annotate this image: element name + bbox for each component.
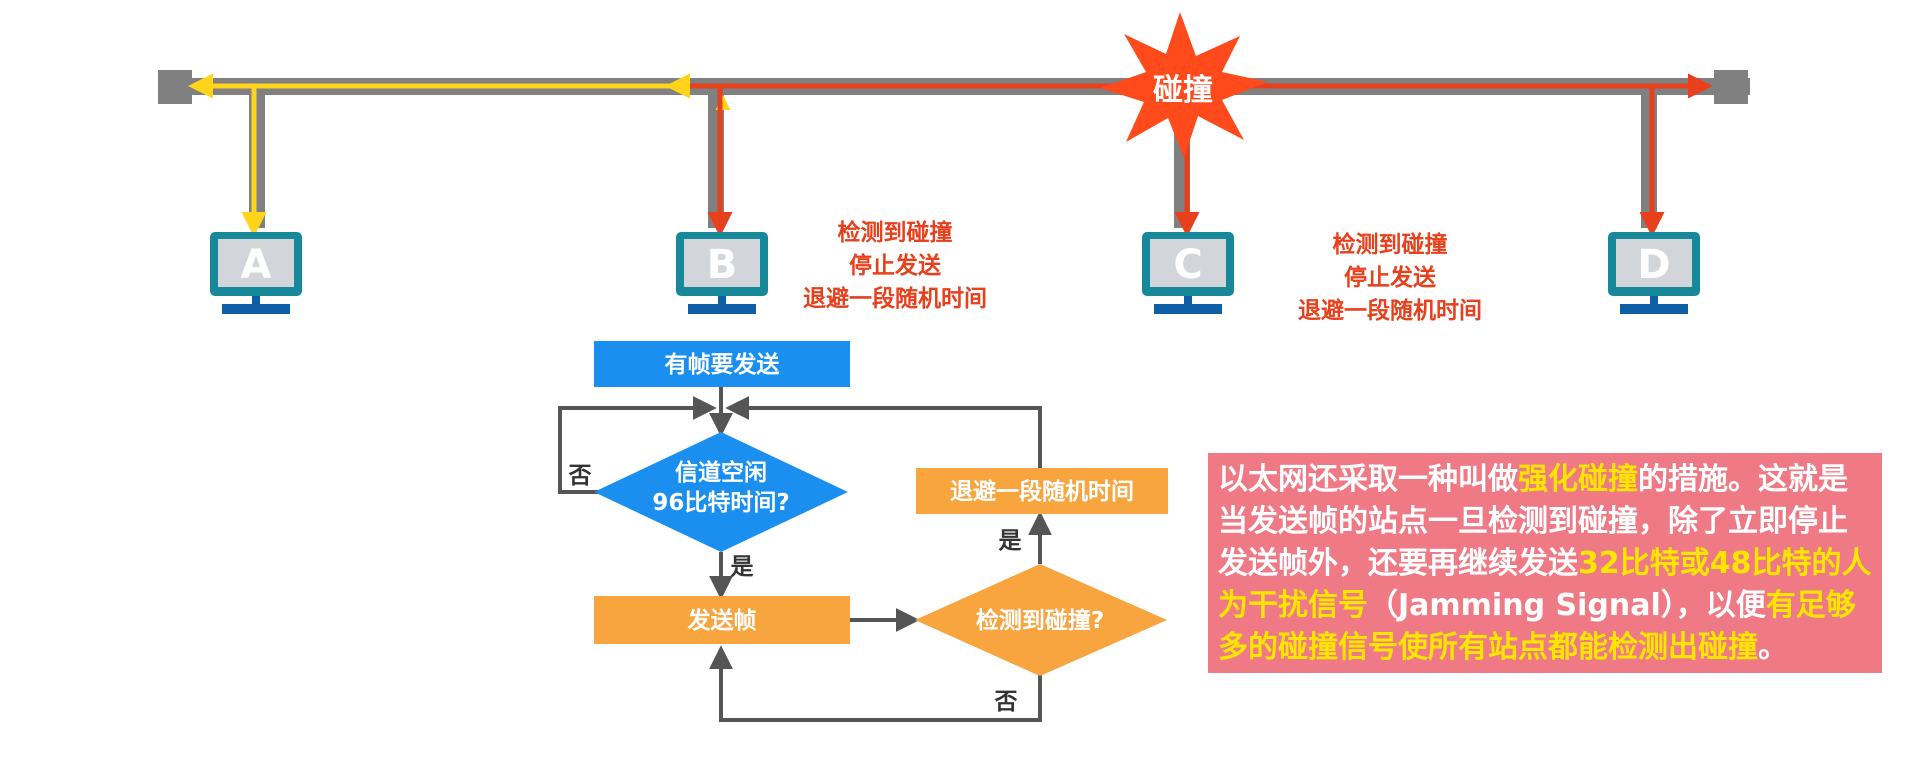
flow-connectors [558, 387, 1052, 722]
connector-no-loop [558, 396, 717, 494]
monitor-base [688, 304, 756, 314]
station-d: D [1608, 232, 1700, 314]
info-text: 的措施。这就是当发送帧的站点一旦检测到碰撞，除了立即停止发送帧外，还要再继续发送 [1218, 462, 1848, 581]
station-a: A [210, 232, 302, 314]
flow-no-label-channel: 否 [568, 463, 592, 489]
flow-start-box [594, 341, 850, 387]
flow-channel-label-2: 96比特时间? [652, 490, 789, 516]
connector-no-collision-loop [709, 645, 1042, 722]
collision-label: 碰撞 [1153, 73, 1213, 108]
info-highlight: 强化碰撞 [1518, 462, 1638, 497]
info-highlight: 32比特或48比特的人为干扰信号 [1218, 546, 1872, 623]
connector-backoff-to-check [725, 396, 1042, 468]
monitor-base [222, 304, 290, 314]
monitor-base [1154, 304, 1222, 314]
info-text: （Jamming Signal），以便 [1368, 588, 1766, 623]
drop-line-d [1641, 86, 1657, 228]
flow-channel-diamond [594, 432, 848, 552]
flow-yes-label-collision: 是 [999, 528, 1022, 554]
station-b: B [676, 232, 768, 314]
monitor-screen [218, 239, 294, 287]
monitor-neck [252, 296, 260, 304]
flow-yes-label-channel: 是 [731, 554, 754, 580]
note-c: 检测到碰撞 停止发送 退避一段随机时间 [1298, 231, 1482, 324]
station-label: C [1173, 242, 1202, 288]
flow-start-label: 有帧要发送 [665, 351, 780, 378]
info-text: 以太网还采取一种叫做 [1218, 462, 1518, 497]
note-c-line: 停止发送 [1344, 264, 1436, 291]
flow-no-label-collision: 否 [994, 689, 1018, 715]
flow-backoff-box [916, 468, 1168, 514]
info-highlight: 有足够多的碰撞信号使所有站点都能检测出碰撞 [1218, 588, 1856, 665]
flow-channel-label-1: 信道空闲 [675, 459, 767, 486]
drop-line-a [249, 86, 265, 228]
signal-arrows [188, 73, 1713, 237]
monitor-neck [1184, 296, 1192, 304]
bus-terminator-left [158, 70, 192, 104]
info-box: 以太网还采取一种叫做强化碰撞的措施。这就是当发送帧的站点一旦检测到碰撞，除了立即… [1208, 453, 1882, 673]
collision-burst-icon [1100, 12, 1268, 158]
monitor-neck [718, 296, 726, 304]
bus [158, 70, 1750, 228]
note-c-line: 退避一段随机时间 [1298, 297, 1482, 324]
note-b-line: 停止发送 [849, 252, 941, 279]
collision-burst: 碰撞 [1100, 12, 1268, 158]
note-b-line: 退避一段随机时间 [803, 285, 987, 312]
monitor-base [1620, 304, 1688, 314]
note-c-line: 检测到碰撞 [1333, 231, 1448, 258]
flow-collision-label: 检测到碰撞? [976, 607, 1104, 634]
station-c: C [1142, 232, 1234, 314]
station-label: D [1637, 242, 1670, 288]
monitor-screen [1616, 239, 1692, 287]
flow-collision-diamond [915, 564, 1167, 676]
note-b: 检测到碰撞 停止发送 退避一段随机时间 [803, 219, 987, 312]
station-label: B [707, 242, 738, 288]
flowchart: 有帧要发送 信道空闲 96比特时间? 否 是 发送帧 检测到碰撞? 是 否 退避… [558, 341, 1168, 722]
note-b-line: 检测到碰撞 [838, 219, 953, 246]
info-text: 。 [1758, 630, 1788, 665]
bus-terminator-right [1714, 70, 1748, 104]
flow-backoff-label: 退避一段随机时间 [950, 478, 1134, 505]
flow-send-label: 发送帧 [687, 607, 757, 634]
monitor-screen [1150, 239, 1226, 287]
station-label: A [241, 242, 272, 288]
monitor-neck [1650, 296, 1658, 304]
monitor-screen [684, 239, 760, 287]
flow-send-box [594, 596, 850, 644]
